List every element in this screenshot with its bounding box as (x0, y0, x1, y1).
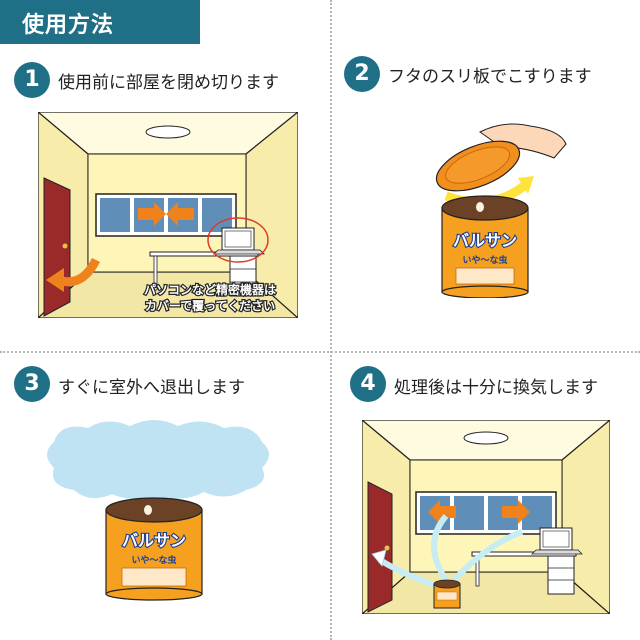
can-sub-label: いや〜な虫 (131, 554, 176, 566)
step-2-can-illustration: バルサン いや〜な虫 (435, 123, 567, 298)
step-1-text: 使用前に部屋を閉め切ります (58, 73, 279, 93)
can-sub-label: いや〜な虫 (462, 254, 507, 266)
step-4-text: 処理後は十分に換気します (394, 378, 598, 398)
step-4-badge: 4 (350, 366, 386, 402)
step-3-text: すぐに室外へ退出します (58, 378, 245, 398)
step-3-badge: 3 (14, 366, 50, 402)
cover-note-line2: カバーで覆ってください (145, 299, 275, 313)
step-3-smoke-illustration: バルサン いや〜な虫 (47, 420, 269, 601)
step-2-badge: 2 (344, 56, 380, 92)
step-4-room-illustration (362, 420, 610, 614)
can-brand-label: バルサン (453, 231, 517, 250)
cover-note-line1: パソコンなど精密機器は (144, 282, 276, 297)
step-1-room-illustration: パソコンなど精密機器は カバーで覆ってください (38, 112, 298, 318)
can-brand-label: バルサン (122, 531, 186, 550)
step-2-text: フタのスリ板でこすります (388, 67, 592, 87)
divider-horizontal (0, 351, 640, 353)
page-title: 使用方法 (22, 13, 115, 38)
divider-vertical (330, 0, 332, 640)
step-1-badge: 1 (14, 62, 50, 98)
page-header: 使用方法 (0, 0, 200, 44)
